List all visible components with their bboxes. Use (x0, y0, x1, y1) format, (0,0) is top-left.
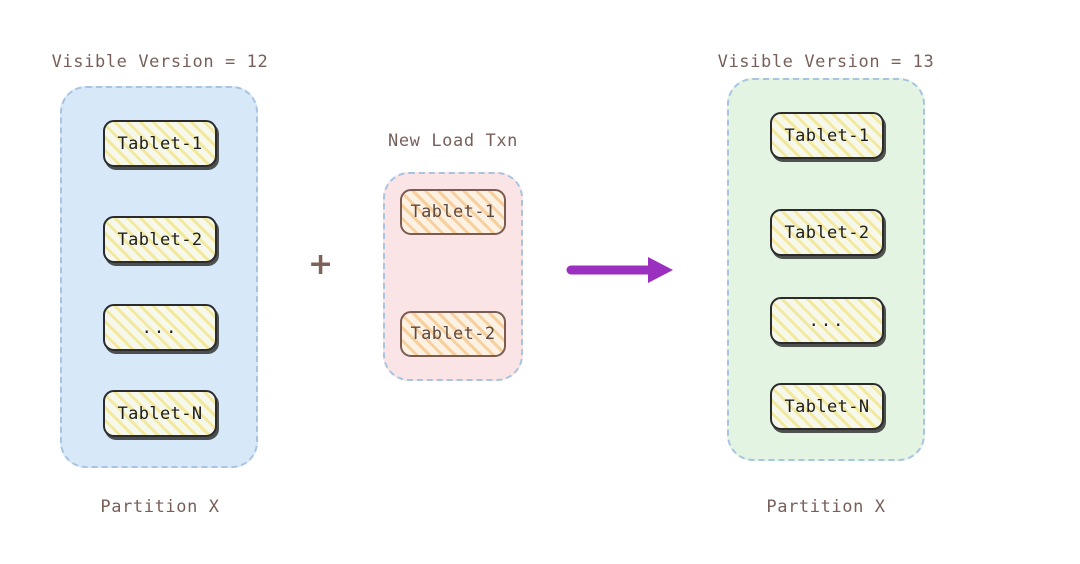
tablet-label: Tablet-N (784, 396, 870, 417)
tablet-label: ... (808, 310, 846, 331)
left-panel-title: Visible Version = 12 (51, 52, 269, 72)
tablet-chip-ellipsis[interactable]: ... (770, 297, 884, 344)
tablet-chip[interactable]: Tablet-2 (103, 216, 217, 263)
tablet-chip[interactable]: Tablet-2 (770, 209, 884, 256)
middle-panel-title: New Load Txn (387, 131, 519, 151)
plus-operator-icon: + (308, 247, 334, 282)
transition-arrow (566, 252, 678, 288)
tablet-label: Tablet-1 (410, 202, 496, 222)
tablet-chip[interactable]: Tablet-1 (103, 120, 217, 167)
right-panel-footer: Partition X (766, 497, 886, 517)
tablet-chip[interactable]: Tablet-1 (770, 112, 884, 159)
tablet-chip[interactable]: Tablet-N (770, 383, 884, 430)
right-panel-title: Visible Version = 13 (717, 52, 935, 72)
tablet-chip[interactable]: Tablet-N (103, 390, 217, 437)
tablet-label: Tablet-2 (784, 222, 870, 243)
tablet-chip-ellipsis[interactable]: ... (103, 304, 217, 351)
tablet-label: Tablet-2 (117, 229, 203, 250)
tablet-label: Tablet-2 (410, 324, 496, 344)
tablet-label: Tablet-1 (784, 125, 870, 146)
tablet-label: ... (141, 317, 179, 338)
right-arrow-icon (566, 257, 673, 283)
tablet-label: Tablet-N (117, 403, 203, 424)
tablet-chip[interactable]: Tablet-2 (400, 311, 506, 357)
tablet-label: Tablet-1 (117, 133, 203, 154)
left-panel-footer: Partition X (100, 497, 220, 517)
tablet-chip[interactable]: Tablet-1 (400, 189, 506, 235)
